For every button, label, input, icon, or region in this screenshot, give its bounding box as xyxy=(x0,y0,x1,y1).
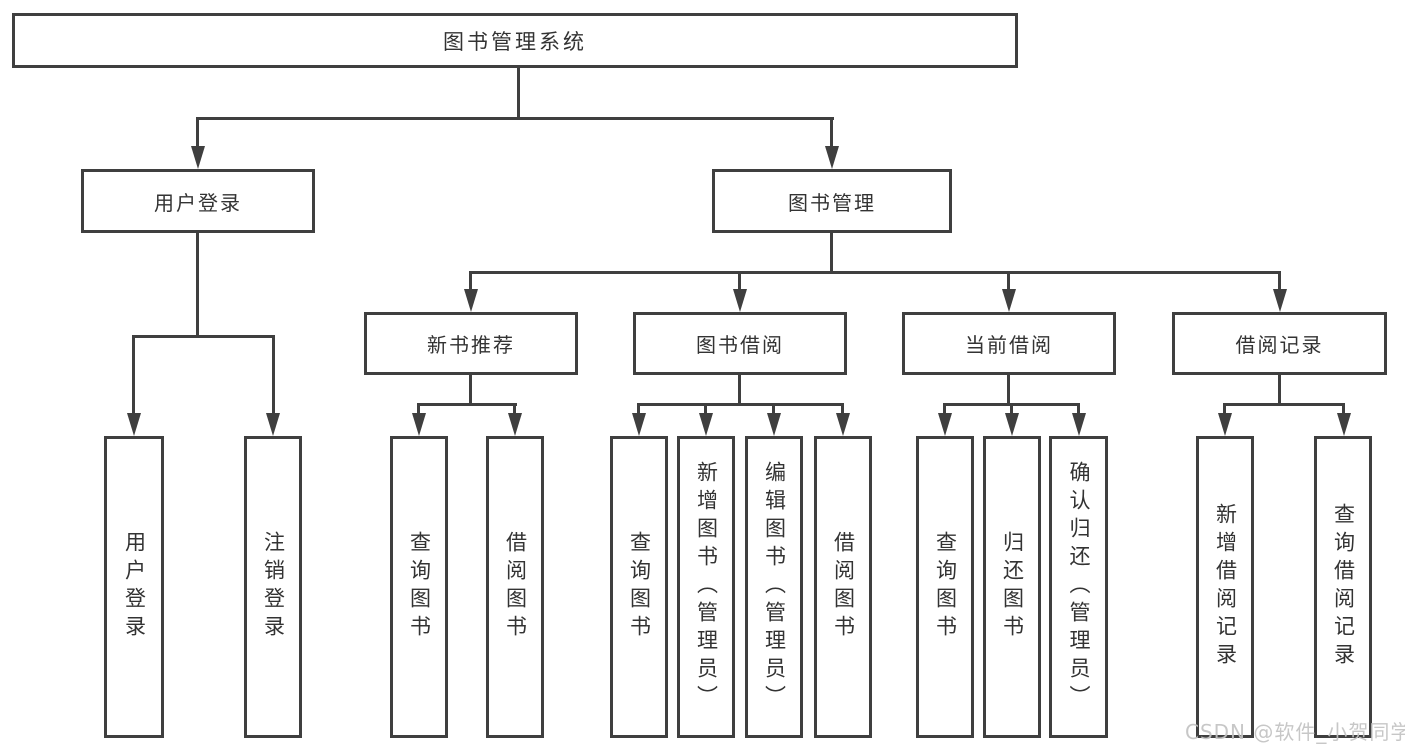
node-recommend-borrow-books: 借阅图书 xyxy=(486,436,544,738)
node-borrow-borrow-books: 借阅图书 xyxy=(814,436,872,738)
node-label: 当前借阅 xyxy=(965,333,1053,357)
connector-drop xyxy=(943,403,946,417)
arrowhead xyxy=(938,413,952,436)
arrowhead xyxy=(632,413,646,436)
node-label: 新增图书（管理员） xyxy=(694,461,719,713)
connector-book-management-split xyxy=(469,271,1281,274)
node-user-login: 用户登录 xyxy=(81,169,315,233)
arrowhead xyxy=(412,413,426,436)
node-borrow-query-books: 查询图书 xyxy=(610,436,668,738)
node-borrow-add-books-admin: 新增图书（管理员） xyxy=(677,436,735,738)
node-recommend-query-books: 查询图书 xyxy=(390,436,448,738)
arrowhead-book-management xyxy=(825,146,839,169)
node-records-query-record: 查询借阅记录 xyxy=(1314,436,1372,738)
node-current-return-books: 归还图书 xyxy=(983,436,1041,738)
arrowhead-new-book-recommend xyxy=(464,289,478,312)
node-records-add-record: 新增借阅记录 xyxy=(1196,436,1254,738)
connector-drop xyxy=(1010,403,1013,417)
node-current-confirm-return-admin: 确认归还（管理员） xyxy=(1049,436,1108,738)
node-label: 编辑图书（管理员） xyxy=(762,461,787,713)
node-label: 图书管理 xyxy=(788,190,876,215)
connector-drop xyxy=(704,403,707,417)
node-label: 注销登录 xyxy=(261,531,286,643)
csdn-watermark: CSDN @软件_小贺同学 xyxy=(1185,720,1405,744)
arrowhead-logout xyxy=(266,413,280,436)
connector-book-management-trunk xyxy=(830,233,833,274)
connector-drop xyxy=(417,403,420,417)
arrowhead-current-borrow xyxy=(1002,289,1016,312)
connector-borrow-records-trunk xyxy=(1278,375,1281,406)
connector-drop-login xyxy=(132,335,135,416)
node-book-management: 图书管理 xyxy=(712,169,952,233)
connector-book-borrow-split xyxy=(637,403,844,406)
arrowhead xyxy=(767,413,781,436)
arrowhead-borrow-records xyxy=(1273,289,1287,312)
connector-recommend-split xyxy=(417,403,517,406)
connector-drop-current-borrow xyxy=(1007,271,1010,293)
node-label: 归还图书 xyxy=(1000,531,1025,643)
arrowhead-user-login xyxy=(191,146,205,169)
connector-drop xyxy=(772,403,775,417)
node-borrow-records: 借阅记录 xyxy=(1172,312,1387,375)
node-label: 借阅图书 xyxy=(503,531,528,643)
connector-drop-logout xyxy=(272,335,275,416)
connector-drop-book-borrow xyxy=(738,271,741,293)
connector-drop xyxy=(637,403,640,417)
arrowhead-login xyxy=(127,413,141,436)
node-current-query-books: 查询图书 xyxy=(916,436,974,738)
node-label: 借阅记录 xyxy=(1235,333,1324,357)
node-label: 确认归还（管理员） xyxy=(1067,461,1091,713)
connector-drop xyxy=(513,403,516,417)
connector-drop xyxy=(1342,403,1345,417)
connector-drop-borrow-records xyxy=(1278,271,1281,293)
connector-drop xyxy=(1223,403,1226,417)
connector-recommend-trunk xyxy=(469,375,472,406)
node-label: 查询图书 xyxy=(627,531,652,643)
node-new-book-recommend: 新书推荐 xyxy=(364,312,578,375)
connector-drop xyxy=(1077,403,1080,417)
arrowhead xyxy=(1337,413,1351,436)
node-book-borrow: 图书借阅 xyxy=(633,312,847,375)
node-label: 图书管理系统 xyxy=(443,29,587,54)
connector-drop xyxy=(841,403,844,417)
arrowhead xyxy=(1072,413,1086,436)
connector-user-login-split xyxy=(132,335,275,338)
node-label: 用户登录 xyxy=(122,531,147,643)
arrowhead xyxy=(1218,413,1232,436)
node-logout: 注销登录 xyxy=(244,436,302,738)
connector-drop-book-management xyxy=(830,117,833,150)
node-label: 用户登录 xyxy=(154,190,242,215)
node-current-borrow: 当前借阅 xyxy=(902,312,1116,375)
node-label: 查询图书 xyxy=(933,531,958,643)
node-label: 新增借阅记录 xyxy=(1213,503,1238,671)
connector-current-borrow-trunk xyxy=(1007,375,1010,406)
connector-borrow-records-split xyxy=(1223,403,1345,406)
arrowhead-book-borrow xyxy=(733,289,747,312)
connector-user-login-trunk xyxy=(196,233,199,338)
arrowhead xyxy=(1005,413,1019,436)
node-borrow-edit-books-admin: 编辑图书（管理员） xyxy=(745,436,803,738)
node-login: 用户登录 xyxy=(104,436,164,738)
node-label: 查询借阅记录 xyxy=(1331,503,1356,671)
connector-root-trunk xyxy=(517,67,520,120)
arrowhead xyxy=(836,413,850,436)
arrowhead xyxy=(508,413,522,436)
connector-drop-new-book-recommend xyxy=(469,271,472,293)
node-label: 查询图书 xyxy=(407,531,432,643)
connector-root-split xyxy=(196,117,834,120)
node-label: 新书推荐 xyxy=(427,333,515,357)
arrowhead xyxy=(699,413,713,436)
node-label: 图书借阅 xyxy=(696,333,784,357)
node-library-management-system: 图书管理系统 xyxy=(12,13,1018,68)
connector-drop-user-login xyxy=(196,117,199,150)
connector-book-borrow-trunk xyxy=(738,375,741,406)
node-label: 借阅图书 xyxy=(831,531,856,643)
